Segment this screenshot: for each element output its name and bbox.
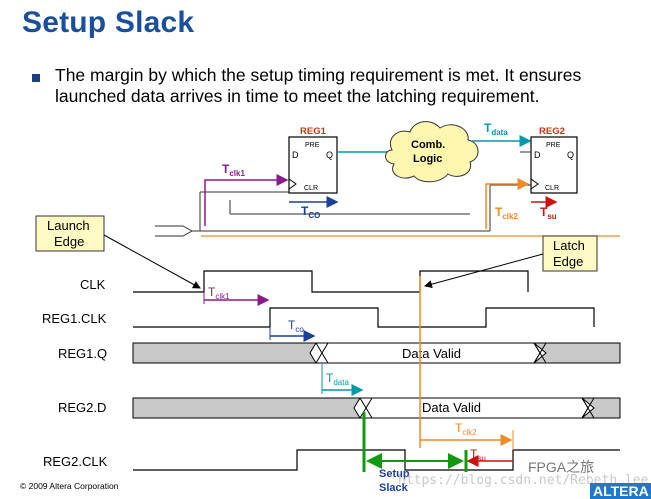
altera-logo: ALTERA — [590, 483, 651, 499]
clock-input-pin — [155, 225, 194, 237]
timing-annotations: Tclk1 Tco Tdata Tclk2 Tsu Setup Slack — [203, 276, 514, 494]
signal-label-reg2-clk: REG2.CLK — [43, 454, 108, 469]
waveforms: CLK REG1.CLK REG1.Q REG2.D REG2.CLK Data… — [42, 270, 621, 471]
svg-text:Launch: Launch — [47, 218, 90, 233]
svg-text:Latch: Latch — [553, 238, 585, 253]
schematic: REG1 PRE D Q CLR Comb. Logic REG2 PRE D … — [155, 121, 620, 237]
launch-edge-callout: Launch Edge — [35, 215, 201, 289]
timing-tclk1-label: Tclk1 — [208, 285, 230, 301]
latch-edge-callout: Latch Edge — [424, 235, 598, 289]
svg-text:D: D — [292, 150, 299, 160]
sch-tdata-label: Tdata — [484, 121, 508, 137]
svg-text:Q: Q — [326, 150, 333, 160]
reg1-name: REG1 — [300, 126, 327, 137]
copyright-notice: © 2009 Altera Corporation — [20, 481, 119, 491]
reg2-d-data-valid: Data Valid — [422, 400, 481, 415]
svg-text:CLR: CLR — [304, 185, 318, 192]
tclk2-path — [485, 178, 530, 229]
svg-text:PRE: PRE — [305, 142, 320, 149]
reg1-box — [288, 136, 338, 194]
signal-label-reg1-q: REG1.Q — [58, 346, 107, 361]
wave-reg1-q-invalid-a — [132, 342, 323, 364]
watermark-url: https://blog.csdn.net/Rebeth_lee — [398, 473, 649, 488]
svg-text:Q: Q — [567, 150, 574, 160]
signal-label-reg1-clk: REG1.CLK — [42, 311, 107, 326]
svg-text:Edge: Edge — [553, 254, 583, 269]
reg2-box — [530, 136, 578, 194]
bullet-text: The margin by which the setup timing req… — [55, 65, 582, 106]
bullet-marker — [32, 74, 40, 82]
reg1-q-data-valid: Data Valid — [402, 346, 461, 361]
setup-slack-label-2: Slack — [379, 482, 409, 494]
reg2-name: REG2 — [539, 126, 565, 137]
sch-tclk2-label: Tclk2 — [495, 205, 518, 221]
sch-tsu-label: Tsu — [540, 205, 557, 221]
svg-text:Logic: Logic — [413, 153, 442, 165]
setup-slack-label-1: Setup — [379, 468, 410, 480]
timing-tsu-label: Tsu — [470, 447, 486, 463]
wave-reg2-d-invalid-a — [132, 397, 367, 419]
svg-text:Comb.: Comb. — [411, 139, 445, 151]
tclk1-path — [204, 174, 289, 226]
signal-label-clk: CLK — [80, 277, 106, 292]
timing-tco-label: Tco — [288, 318, 304, 334]
wave-reg1-clk — [133, 307, 595, 328]
sch-tco-label: TCO — [301, 204, 320, 220]
sch-tclk1-label: Tclk1 — [222, 162, 245, 178]
wave-reg1-q-invalid-b — [532, 342, 621, 364]
svg-text:Edge: Edge — [54, 234, 84, 249]
watermark-brand: FPGA之旅 — [528, 459, 595, 475]
comb-logic-cloud — [385, 121, 479, 183]
wave-clk — [133, 270, 529, 293]
svg-text:D: D — [534, 150, 541, 160]
svg-text:PRE: PRE — [546, 142, 561, 149]
signal-label-reg2-d: REG2.D — [58, 400, 106, 415]
timing-tdata-label: Tdata — [326, 371, 349, 387]
slide-title: Setup Slack — [22, 6, 195, 39]
svg-text:CLR: CLR — [545, 185, 559, 192]
timing-tclk2-label: Tclk2 — [455, 421, 477, 437]
